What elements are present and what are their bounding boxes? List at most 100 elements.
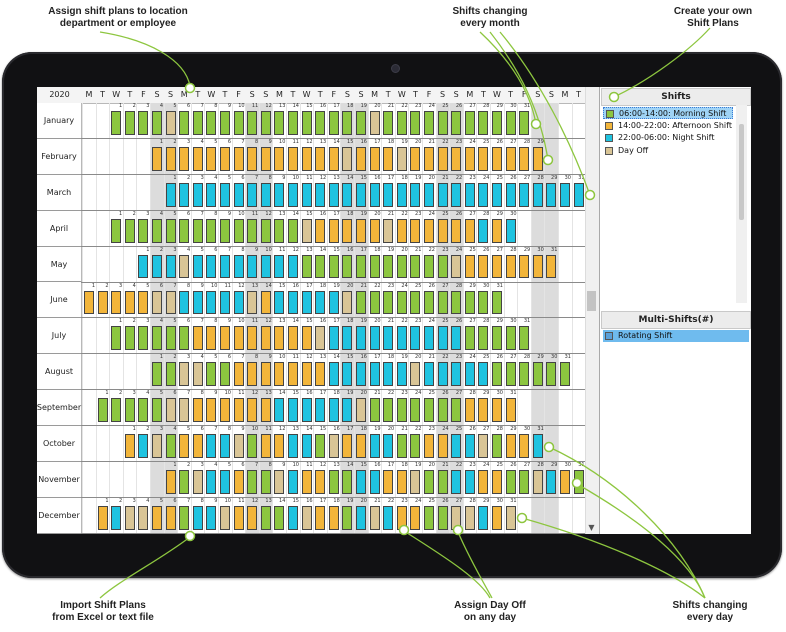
day-cell[interactable]: 18 [354,426,368,461]
day-cell[interactable]: 22 [381,390,395,425]
day-cell[interactable]: 19 [408,462,422,497]
shift-bar[interactable] [369,182,380,207]
day-cell[interactable]: 30 [490,390,504,425]
day-cell[interactable]: 24 [408,390,422,425]
day-cell[interactable]: 10 [232,318,246,353]
shift-bar[interactable] [478,398,489,423]
day-cell[interactable]: 10 [245,426,259,461]
day-cell[interactable]: 30 [476,283,490,318]
day-cell[interactable]: 24 [408,498,422,533]
day-cell[interactable]: 26 [436,390,450,425]
day-cell[interactable]: 8 [204,318,218,353]
day-cell[interactable]: 29 [490,103,504,138]
shift-bar[interactable] [437,362,448,387]
day-cell[interactable]: 22 [449,462,463,497]
shift-bar[interactable] [233,434,244,458]
shift-bar[interactable] [410,326,421,351]
day-cell[interactable]: 26 [449,103,463,138]
day-cell[interactable]: 12 [259,318,273,353]
shift-bar[interactable] [247,362,258,387]
shift-bar[interactable] [342,470,353,494]
shift-bar[interactable] [328,146,339,171]
shift-bar[interactable] [464,434,475,458]
shift-bar[interactable] [260,218,271,243]
day-cell[interactable]: 25 [463,247,477,282]
day-cell[interactable]: 11 [259,426,273,461]
shift-bar[interactable] [356,290,366,315]
shift-bar[interactable] [369,398,380,423]
shift-bar[interactable] [220,218,230,243]
shift-bar[interactable] [152,398,162,423]
shift-bar[interactable] [315,111,326,135]
shift-bar[interactable] [464,505,475,530]
day-cell[interactable]: 13 [272,103,286,138]
day-cell[interactable]: 4 [136,498,150,533]
shift-bar[interactable] [233,146,244,171]
shift-bar[interactable] [478,182,489,207]
day-cell[interactable]: 22 [436,354,450,389]
shift-bar[interactable] [138,254,149,279]
shift-bar[interactable] [152,434,162,458]
shift-bar[interactable] [356,146,366,171]
shift-bar[interactable] [206,505,217,530]
day-cell[interactable]: 16 [327,426,341,461]
shift-bar[interactable] [451,398,462,423]
day-cell[interactable]: 18 [327,390,341,425]
day-cell[interactable]: 4 [177,247,191,282]
day-cell[interactable]: 28 [531,175,545,210]
day-cell[interactable]: 24 [422,103,436,138]
day-cell[interactable]: 30 [504,211,518,246]
shift-bar[interactable] [301,505,312,530]
day-cell[interactable]: 6 [218,354,232,389]
day-cell[interactable]: 13 [327,462,341,497]
day-cell[interactable]: 8 [204,103,218,138]
shift-bar[interactable] [315,362,326,387]
day-cell[interactable]: 12 [259,103,273,138]
day-cell[interactable]: 13 [259,498,273,533]
shift-bar[interactable] [84,290,94,315]
day-cell[interactable]: 27 [463,103,477,138]
day-cell[interactable]: 12 [259,211,273,246]
day-cell[interactable]: 4 [123,283,137,318]
day-cell[interactable]: 16 [354,354,368,389]
shift-bar[interactable] [179,505,190,530]
day-cell[interactable]: 6 [150,283,164,318]
shift-bar[interactable] [383,146,394,171]
shift-bar[interactable] [342,254,353,279]
day-cell[interactable]: 28 [449,283,463,318]
shift-bar[interactable] [396,254,407,279]
day-cell[interactable]: 30 [517,426,531,461]
day-cell[interactable]: 21 [422,139,436,174]
day-cell[interactable]: 19 [395,354,409,389]
day-cell[interactable]: 12 [300,354,314,389]
shift-bar[interactable] [179,326,190,351]
day-cell[interactable]: 1 [82,283,96,318]
shift-bar[interactable] [233,470,244,494]
shift-bar[interactable] [410,434,421,458]
day-cell[interactable]: 25 [422,390,436,425]
day-cell[interactable]: 7 [191,318,205,353]
day-cell[interactable]: 21 [368,390,382,425]
shift-bar[interactable] [301,290,312,315]
day-cell[interactable]: 10 [272,139,286,174]
shift-bar[interactable] [478,254,489,279]
day-cell[interactable]: 27 [449,498,463,533]
shift-bar[interactable] [505,398,516,423]
shift-bar[interactable] [192,290,203,315]
shift-bar[interactable] [560,470,570,494]
day-cell[interactable]: 23 [463,462,477,497]
day-cell[interactable]: 19 [395,139,409,174]
shift-bar[interactable] [97,290,108,315]
day-cell[interactable]: 1 [150,354,164,389]
day-cell[interactable]: 6 [177,103,191,138]
shift-bar[interactable] [165,362,176,387]
day-cell[interactable]: 21 [354,283,368,318]
day-cell[interactable]: 13 [313,354,327,389]
day-cell[interactable]: 10 [204,283,218,318]
day-cell[interactable]: 31 [558,354,572,389]
shift-bar[interactable] [315,254,326,279]
day-cell[interactable]: 9 [218,211,232,246]
shift-bar[interactable] [342,505,353,530]
day-cell[interactable]: 23 [408,103,422,138]
